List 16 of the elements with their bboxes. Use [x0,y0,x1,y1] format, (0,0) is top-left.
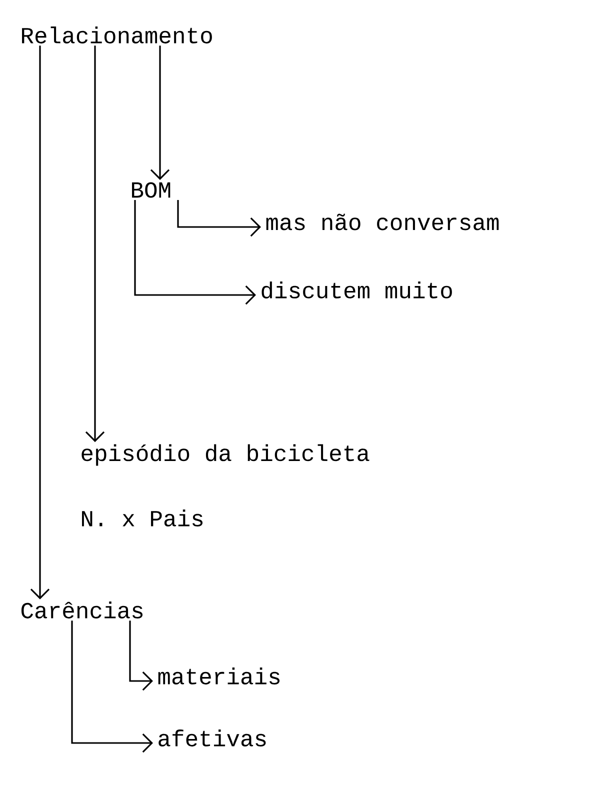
arrow [129,620,153,691]
arrow [134,200,256,305]
node-text: Carências [21,602,142,618]
arrow [71,620,153,753]
node-text: Relacionamento [22,26,212,44]
node-text: episódio da bicicleta [82,444,370,466]
node-text: mas não conversam [266,214,499,230]
arrow [177,200,261,237]
node-text: BOM [132,182,170,198]
node-text: afetivas [158,730,266,746]
label-text: N. x Pais [82,510,202,526]
arrow [150,46,170,180]
node-text: materiais [158,668,280,684]
arrow [30,46,50,600]
arrow [85,46,105,442]
node-text: discutem muito [262,282,452,298]
